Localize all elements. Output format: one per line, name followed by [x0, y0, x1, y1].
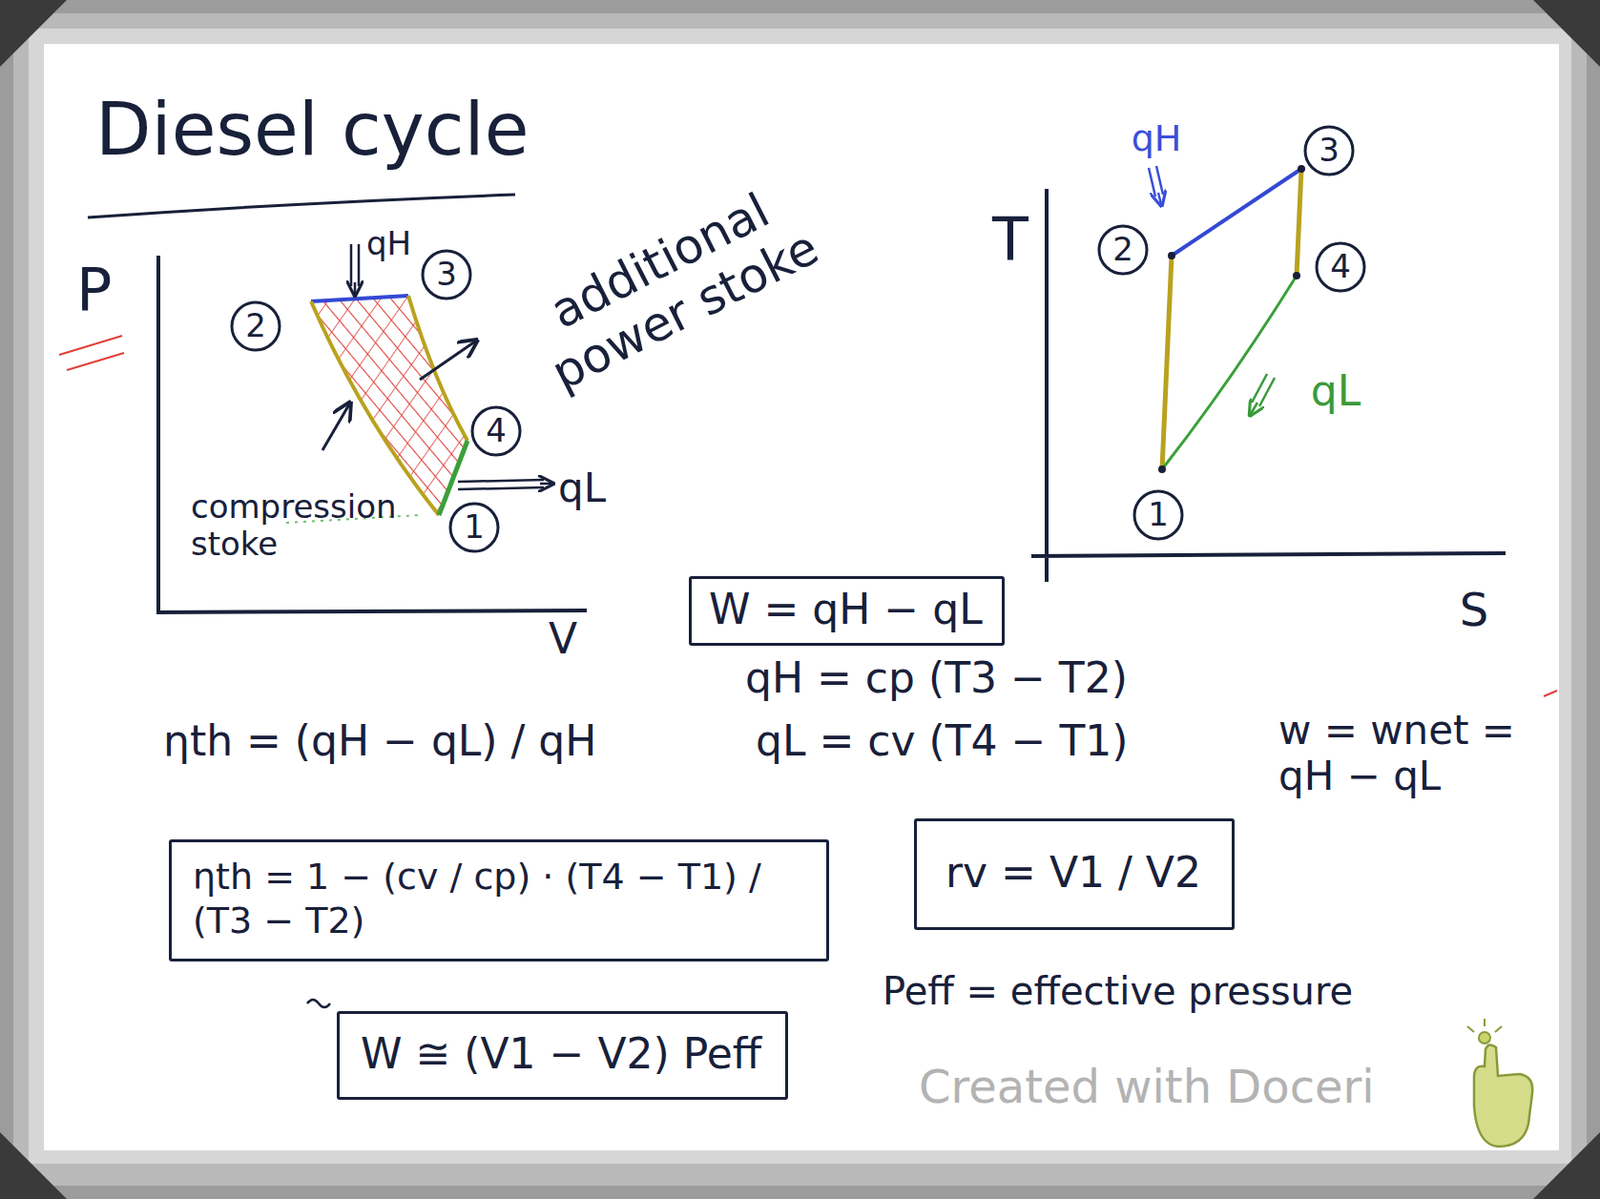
heat-out-arrow	[1251, 374, 1275, 407]
state-circle	[450, 503, 499, 552]
title-underline	[87, 194, 516, 218]
box-text: W = qH − qL	[708, 584, 983, 636]
heat-in-arrow	[351, 244, 359, 287]
heat-label: qH	[366, 225, 412, 263]
expansion-line	[1296, 168, 1302, 276]
leader-arrow	[419, 341, 476, 380]
equation: ηth = (qH − qL) / qH	[163, 717, 597, 767]
frame-corner	[0, 1132, 67, 1199]
heat-in-arrow	[1158, 192, 1162, 205]
heat-label: qL	[1310, 367, 1361, 416]
equation-box: W = qH − qL	[688, 576, 1005, 646]
state-circle	[231, 302, 280, 351]
pv-axes	[158, 255, 587, 613]
state-number: 1	[463, 508, 485, 546]
board-surface	[43, 43, 1559, 1151]
state-number: 1	[1147, 496, 1169, 534]
annotation: additional power stoke	[486, 155, 860, 418]
axis-label: T	[992, 205, 1029, 273]
red-mark	[1543, 690, 1558, 697]
heat-label: qH	[1131, 118, 1183, 161]
leader-arrow	[322, 404, 350, 451]
board-frame-bevel	[28, 28, 1572, 1164]
board-title: Diesel cycle	[95, 87, 529, 171]
state-circle	[1099, 226, 1147, 274]
equation: qL = cv (T4 − T1)	[755, 717, 1128, 767]
frame-corner	[0, 0, 67, 67]
state-circle	[1134, 491, 1183, 540]
equation-box: ηth = 1 − (cv / cp) · (T4 − T1) / (T3 − …	[168, 839, 830, 962]
heat-addition-line	[1171, 168, 1302, 256]
note: Peff = effective pressure	[882, 969, 1353, 1014]
state-number: 3	[1318, 131, 1340, 169]
equation: qH = cp (T3 − T2)	[745, 654, 1128, 704]
red-marks	[59, 335, 125, 371]
compression-line	[1162, 255, 1172, 470]
state-number: 2	[1112, 230, 1134, 269]
state-dot	[1158, 465, 1166, 474]
ts-axes	[1031, 188, 1506, 582]
equation-box: rv = V1 / V2	[914, 818, 1235, 931]
heat-rejection-line	[438, 440, 468, 516]
box-text: ηth = 1 − (cv / cp) · (T4 − T1) / (T3 − …	[192, 855, 804, 943]
state-dot	[1292, 271, 1301, 280]
box-text: W ≅ (V1 − V2) Peff	[360, 1029, 762, 1081]
state-dot	[1167, 251, 1176, 260]
axis-label: S	[1459, 583, 1489, 637]
state-dot	[1297, 165, 1306, 173]
state-circle	[1305, 126, 1353, 175]
heat-rejection-line	[1162, 275, 1297, 470]
work-hatch	[311, 295, 468, 516]
state-number: 3	[436, 255, 458, 293]
annotation: compression stoke	[190, 488, 420, 563]
heat-out-arrow	[457, 479, 544, 490]
state-number: 2	[245, 307, 267, 345]
box-text: rv = V1 / V2	[945, 848, 1202, 899]
state-number: 4	[1329, 248, 1351, 286]
approx-mark	[307, 999, 331, 1008]
watermark-hand	[1467, 1018, 1533, 1147]
frame-corner	[1533, 0, 1600, 67]
heat-out-arrow	[1250, 402, 1258, 415]
heat-addition-line	[311, 295, 409, 302]
board-frame-inner	[13, 13, 1587, 1186]
equation: w = wnet = qH − qL	[1278, 707, 1517, 801]
heat-out-arrow	[540, 482, 552, 486]
heat-label: qL	[558, 465, 606, 512]
frame-corner	[1533, 1132, 1600, 1199]
watermark: Created with Doceri	[918, 1060, 1375, 1114]
heat-in-arrow	[353, 282, 357, 294]
heat-in-arrow	[1148, 166, 1164, 197]
state-circle	[1316, 243, 1365, 291]
axis-label: V	[548, 615, 578, 665]
work-hatch	[311, 295, 468, 516]
axis-label: P	[76, 255, 112, 324]
equation-box: W ≅ (V1 − V2) Peff	[336, 1011, 789, 1101]
state-number: 4	[485, 412, 507, 450]
state-circle	[472, 407, 520, 456]
state-circle	[422, 250, 471, 299]
